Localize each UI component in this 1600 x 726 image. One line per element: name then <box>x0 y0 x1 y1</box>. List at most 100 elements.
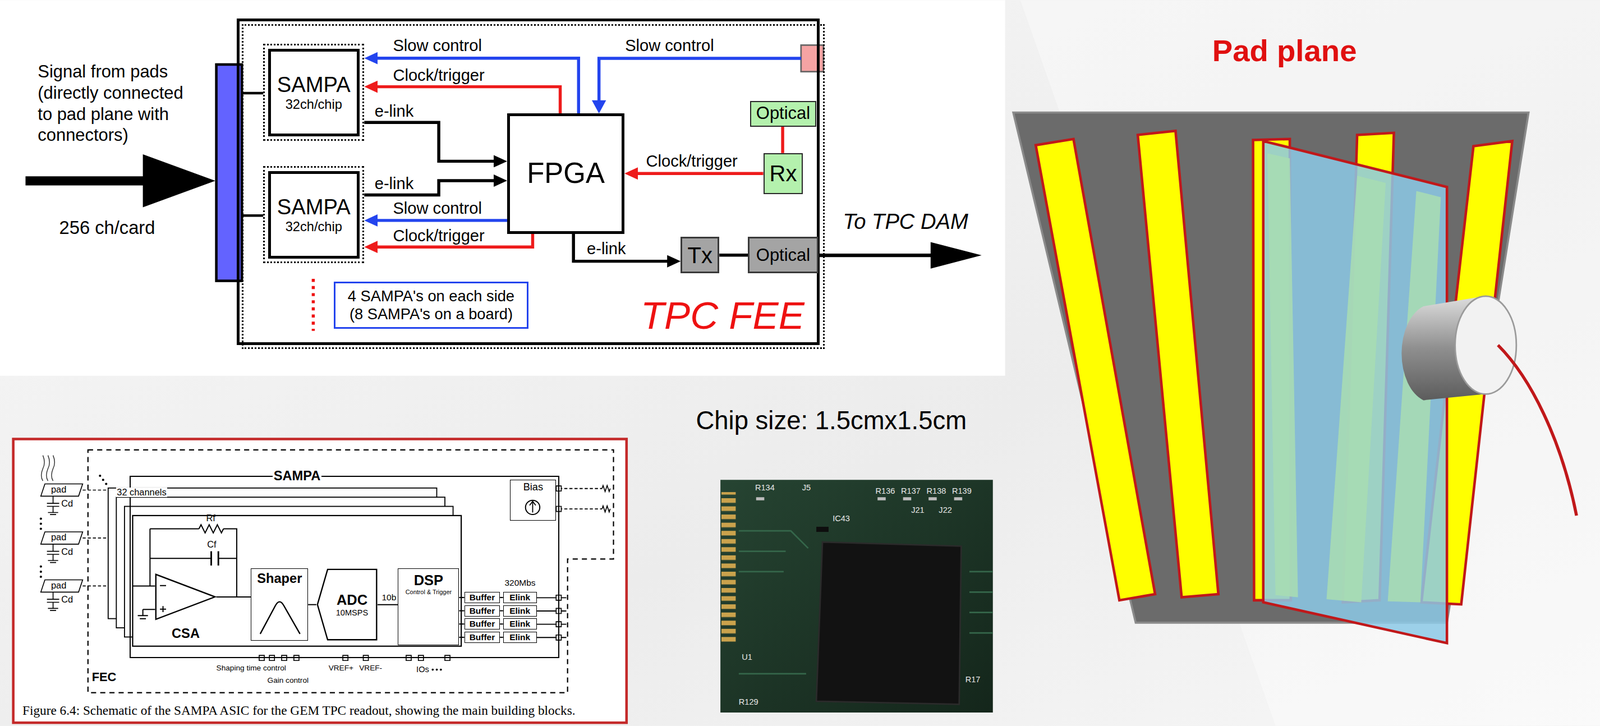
connector <box>780 126 784 154</box>
node-label: Buffer <box>469 592 496 602</box>
channel-count: 256 ch/card <box>58 217 155 239</box>
gold-fingers <box>721 492 736 643</box>
pcb-photo <box>720 479 993 713</box>
elink-block: Elink <box>503 605 537 617</box>
silkscreen-label: J21 <box>911 506 924 515</box>
board-box: TPC FEESAMPA32ch/chipSAMPA32ch/chipFPGAO… <box>236 18 820 346</box>
pad-strip <box>1137 130 1219 597</box>
current-source-arrow <box>529 500 536 513</box>
connector <box>364 122 496 162</box>
slow-control-wire <box>599 58 802 101</box>
current-source-symbol <box>525 500 540 515</box>
input-arrow-head <box>143 154 216 208</box>
connector <box>458 596 464 599</box>
connector <box>458 610 464 612</box>
input-signs <box>160 585 167 613</box>
pad-strip <box>1035 139 1156 601</box>
buffer-block: Buffer <box>464 618 501 630</box>
optical-module: Optical <box>750 100 817 127</box>
shaper-block: Shaper <box>250 568 308 641</box>
component-label: Cd <box>61 594 73 604</box>
node-label: Tx <box>687 242 713 269</box>
component-label: Cf <box>207 539 216 549</box>
node-label: ADC <box>336 591 368 609</box>
dashed-boundary <box>87 449 614 693</box>
pad-label: pad <box>51 484 67 494</box>
receiver-box: Rx <box>763 153 804 195</box>
signal-name: Slow control <box>624 37 715 54</box>
dsp-block: DSPControl & Trigger <box>397 568 459 645</box>
smd-pads <box>756 497 963 500</box>
silkscreen-label: R129 <box>738 697 759 707</box>
pad-label: pad <box>51 532 67 542</box>
connector-face <box>1455 296 1517 395</box>
signal-name: Clock/trigger <box>645 153 739 170</box>
signal-name: e-link <box>585 240 628 257</box>
sampa-chip: SAMPA32ch/chip <box>263 43 365 141</box>
diagram-panel <box>0 0 1006 376</box>
bias-block: Bias <box>509 479 556 521</box>
silkscreen-label: R17 <box>965 675 981 684</box>
connector <box>636 171 763 175</box>
node-label: Optical <box>756 104 811 123</box>
silkscreen-label: U1 <box>741 653 753 662</box>
pin-name: Shaping time control <box>216 664 287 673</box>
buffer-block: Buffer <box>464 591 501 604</box>
continuation-dots <box>40 475 107 577</box>
output-arrow-head <box>930 241 982 269</box>
component-label: Cd <box>61 498 73 508</box>
arrow-head <box>591 100 606 114</box>
connector <box>458 623 464 625</box>
data-rate: 320Mbs <box>504 578 537 587</box>
silkscreen-label: R138 <box>926 486 947 496</box>
pad-symbol <box>40 484 84 593</box>
node-label: Elink <box>509 592 531 602</box>
sampa-asic: SAMPABiasCSAShaperADC10MSPSDSPControl & … <box>129 475 560 659</box>
output-wire <box>818 253 935 257</box>
csa-amplifier: CSA <box>154 573 216 641</box>
silkscreen-label: R136 <box>875 486 896 496</box>
silkscreen-label: R139 <box>952 486 972 496</box>
connector <box>375 218 508 222</box>
node-label: 4 SAMPA's on each side (8 SAMPA's on a b… <box>339 287 523 323</box>
node-label: CSA <box>171 626 200 641</box>
connector <box>573 233 669 262</box>
node-label: Optical <box>756 245 811 266</box>
channel-frame <box>132 515 462 647</box>
node-label: Buffer <box>469 606 496 615</box>
pcb-component <box>816 526 829 532</box>
resistor-symbol <box>199 524 224 533</box>
signal-name: 10b <box>380 592 398 602</box>
amplifier-triangle <box>155 574 215 620</box>
signal-name: Slow control <box>391 200 483 217</box>
node-label: Control & Trigger <box>405 588 452 596</box>
connector <box>719 253 748 257</box>
connector-cable <box>1497 345 1577 516</box>
silkscreen-label: R134 <box>755 483 775 493</box>
node-label: Buffer <box>469 632 496 642</box>
bias-output-resistor <box>601 485 611 512</box>
silkscreen-label: J5 <box>802 483 811 493</box>
signal-name: e-link <box>373 175 416 192</box>
signal-name: Clock/trigger <box>391 227 486 245</box>
silkscreen-label: IC43 <box>832 514 850 523</box>
capacitor-symbol <box>47 495 60 611</box>
node-label: Rx <box>769 160 798 187</box>
node-label: DSP <box>414 572 444 589</box>
elink-block: Elink <box>503 591 537 604</box>
capacitor-symbol <box>211 551 219 566</box>
figure-caption: Figure 6.4: Schematic of the SAMPA ASIC … <box>22 702 576 719</box>
elink-block: Elink <box>503 631 537 643</box>
silkscreen-label: J22 <box>938 506 952 515</box>
buffer-block: Buffer <box>464 631 501 643</box>
node-label: FEC <box>92 669 117 684</box>
node-label: FPGA <box>526 157 605 191</box>
fpga-box: FPGA <box>507 113 625 234</box>
pad-label: pad <box>51 580 67 590</box>
signal-name: Slow control <box>391 37 483 54</box>
elink-output-line <box>536 597 567 638</box>
pin-name: IOs <box>416 665 430 674</box>
dimension-note: Chip size: 1.5cmx1.5cm <box>695 406 967 436</box>
